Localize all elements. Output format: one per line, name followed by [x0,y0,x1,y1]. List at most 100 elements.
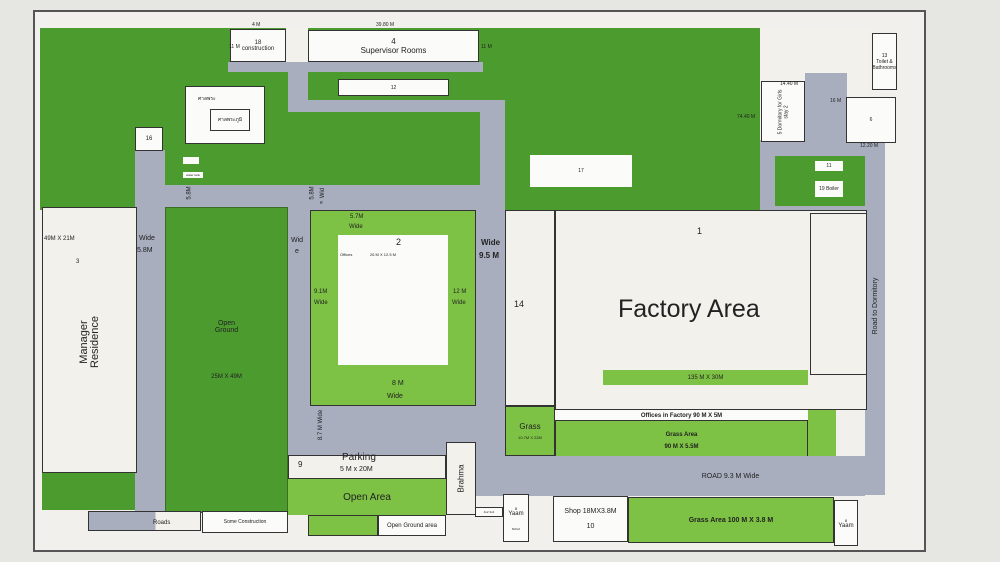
some-construction-label: Some Construction [223,519,267,525]
parking-dim: 5 M x 20M [340,466,373,473]
wide-e1: Wid [291,237,304,244]
building-16[interactable]: 16 [135,127,163,151]
zone14-num: 14 [514,299,525,309]
open-ground-green [308,515,378,536]
b5-num: 5 [777,131,783,134]
grass-100-label: Grass Area 100 M X 3.8 M [688,516,774,524]
parking[interactable] [288,455,446,479]
open-area-label: Open Area [343,491,391,503]
yaam1-sub: 8x6x2 [511,526,520,531]
factory-label: Factory Area [618,295,760,323]
b17-label: 17 [578,168,584,174]
block2-top-wide: Wide [349,224,363,230]
block2-left-wide: Wide [314,300,328,306]
factory-strip: 135 M X 30M [603,370,808,385]
building-19-boiler[interactable]: 19 Boiler [815,181,843,197]
b6-label: 6 [869,117,873,123]
wide-left-val: 5.8M [137,247,153,254]
manager-residence[interactable] [42,207,137,473]
manager-num: 3 [76,259,80,265]
brahma-label: Brahma [456,464,466,493]
b5-dim-side: 74.40 M [737,114,756,120]
building-17[interactable]: 17 [530,155,632,187]
grass-small-label: Grass [519,422,541,431]
lawn-bottom-left [42,473,135,510]
b11-label: 11 [826,163,832,169]
open-ground-area[interactable]: Open Ground area [378,515,446,536]
building-11[interactable]: 11 [815,161,843,171]
zone-14[interactable]: 14 [505,210,555,406]
shrine-area[interactable]: ศาลพระ ศาลพระภูมิ [185,86,265,144]
road-87-label: 8.7 M Wide [318,409,325,441]
block2-dim: 26 M X 12.5 M [370,252,397,257]
water-tank: water tank [183,172,203,178]
gap [286,28,308,64]
building-6[interactable]: 6 [846,97,896,143]
some-construction[interactable]: Some Construction [202,511,288,533]
b6-dim: 16 M [830,98,842,104]
shop-label: Shop 18MX3.8M [564,508,617,515]
shop-num: 10 [586,523,595,530]
grass-area-100[interactable]: Grass Area 100 M X 3.8 M [628,497,834,543]
roads-box[interactable]: Roads [88,511,201,531]
brahma-shrine[interactable]: Brahma [446,442,476,515]
factory-num: 1 [697,226,703,236]
block2-bottom-wide: Wide [387,393,403,400]
spirit-house[interactable]: ศาลพระภูมิ [210,109,250,131]
grass-small-dim: 10.7M X 22M [518,435,542,440]
grass-edge [808,410,836,463]
road-horizontal [135,185,505,210]
water-tank-label: water tank [186,173,200,177]
b12-label: 12 [390,84,397,91]
block2-right-wide: Wide [452,300,466,306]
grass-small[interactable]: Grass 10.7M X 22M [505,406,555,456]
offices-in-factory[interactable]: Offices in Factory 90 M X 5M [555,410,808,421]
block-2-offices[interactable] [338,235,448,365]
b5-dim-top: 14.40 M [780,81,799,87]
grass-area-label: Grass Area [665,432,698,438]
grass-area-dim: 90 M X 5.5M [664,444,699,450]
parking-num: 9 [298,460,303,469]
open-area[interactable]: Open Area [288,479,446,515]
small-box [183,157,199,164]
block2-num: 2 [396,237,402,247]
road-dim-b: 5.8M [309,186,316,200]
road-main: ROAD 9.3 M Wide [476,456,865,496]
wide-e2: e [295,248,299,255]
b6-dim-bottom: 12.20 M [860,143,879,149]
road-top-vertical [288,62,308,110]
b5-label: Dormitory for Girls stay 2 [777,89,789,130]
block2-offices-label: Offices [340,252,353,257]
road-left-vertical [135,150,165,512]
b4-label: Supervisor Rooms [360,46,427,55]
small-structure[interactable]: 4x2 3x4 [475,507,503,517]
manager-residence-label: Manager Residence [78,282,102,402]
road-wid-e: e [320,200,323,206]
factory-annex[interactable] [810,213,867,375]
road-block2-left [288,207,310,457]
road-dormitory-text: Road to Dormitory [871,277,879,335]
b4-dim: 39.80 M [376,22,395,28]
spirit-house-label: ศาลพระภูมิ [217,117,243,123]
building-5-dormitory[interactable]: 5 Dormitory for Girls stay 2 [761,81,805,142]
b18-num: 18 [254,39,262,46]
building-12[interactable]: 12 [338,79,449,96]
b13-label: Toilet & Bathrooms [872,58,897,71]
grass-area-90[interactable]: Grass Area 90 M X 5.5M [555,420,808,462]
manager-dim: 49M X 21M [44,236,75,242]
shop-10[interactable]: Shop 18MX3.8M 10 [553,496,628,542]
b19-label: 19 Boiler [819,186,839,192]
road-block2-right [476,210,506,456]
factory-strip-label: 135 M X 30M [687,374,724,381]
yaam1-label: Yaam [508,510,524,517]
shrine-label: ศาลพระ [198,96,216,102]
road-to-dormitory-label: Road to Dormitory [869,266,881,346]
open-ground-dim: 25M X 49M [211,374,242,380]
right-road-wide: Wide [481,238,501,247]
